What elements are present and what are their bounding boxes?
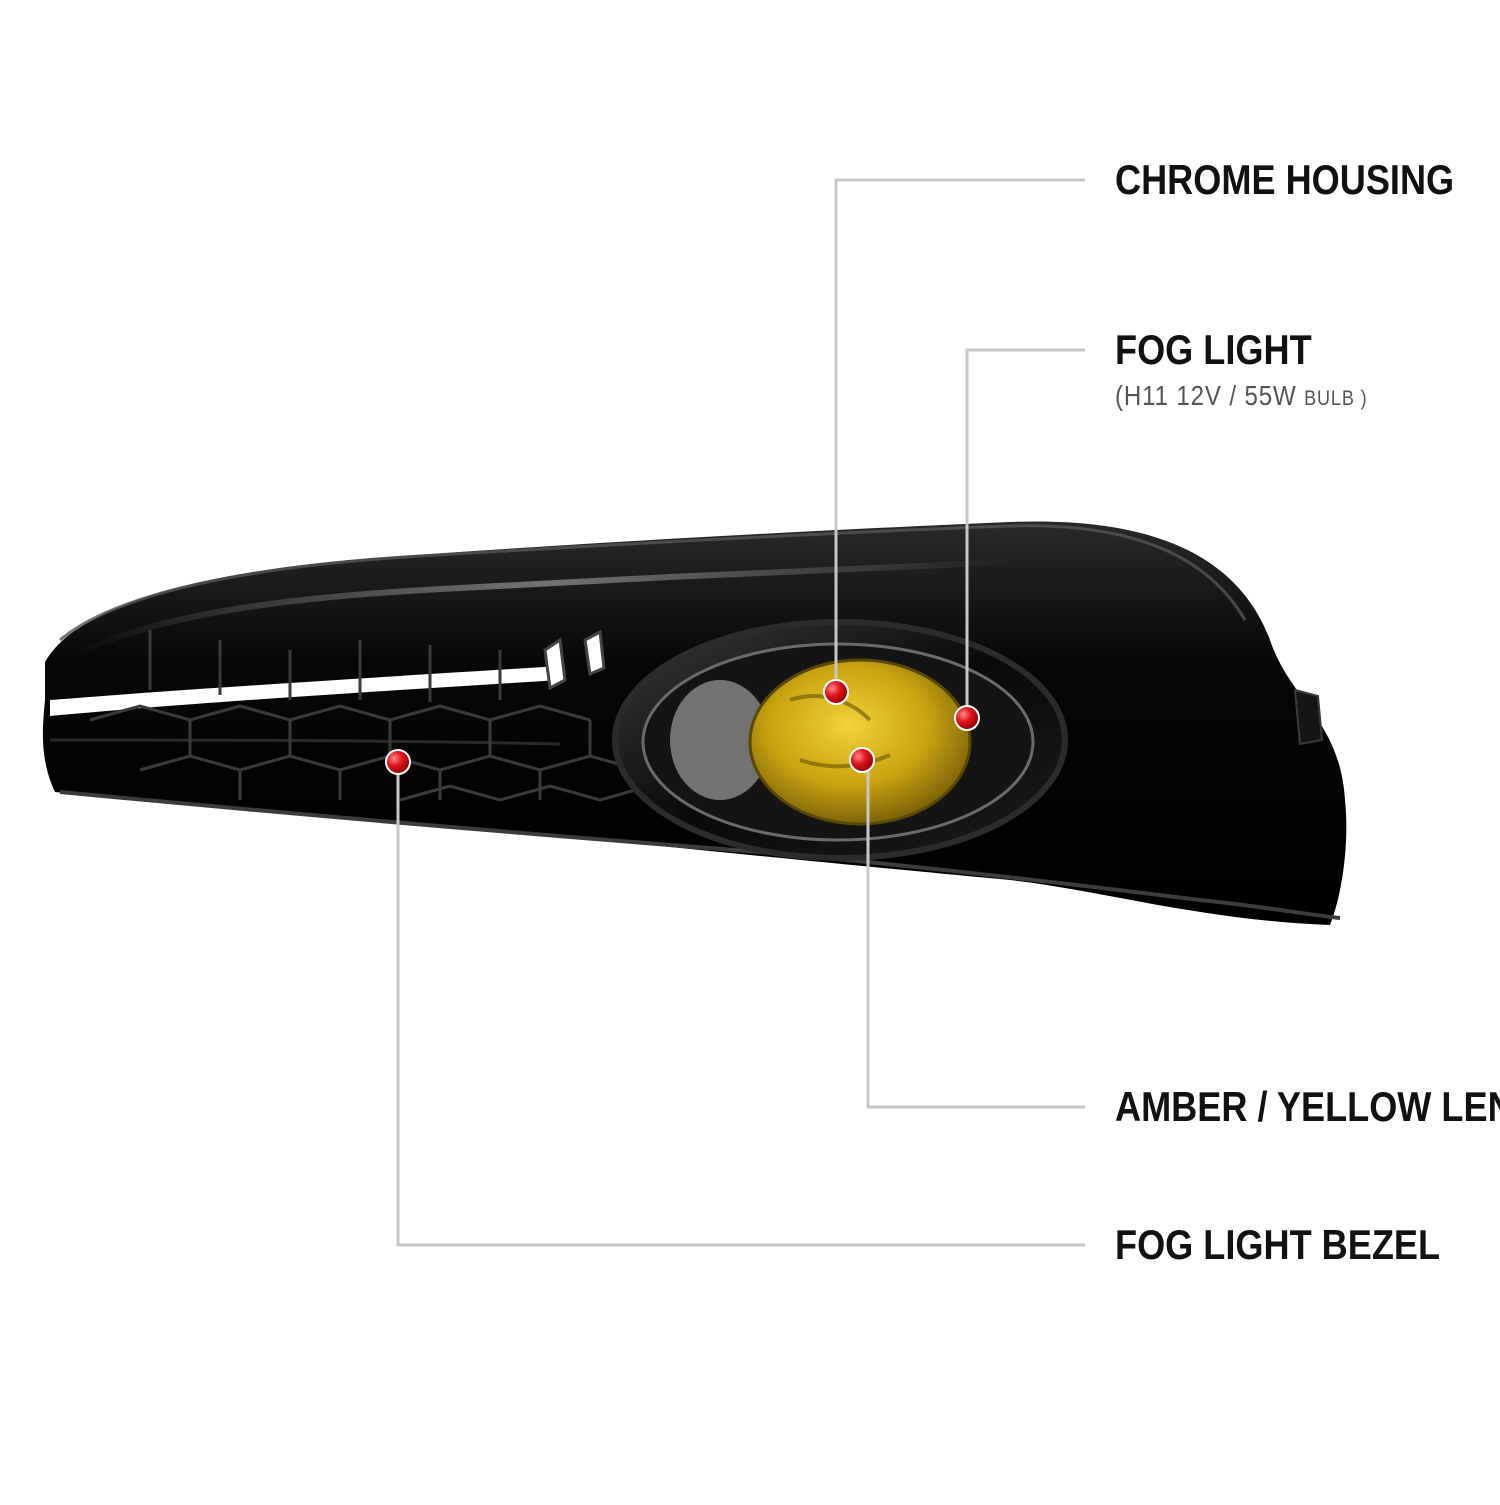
callout-dot-chrome-housing: [823, 679, 849, 705]
callout-line-chrome-housing: [834, 178, 1085, 692]
callout-dot-fog-light: [954, 705, 980, 731]
lens-housing: [612, 619, 1068, 861]
callout-dot-fog-light-bezel: [385, 749, 411, 775]
honeycomb-grille: [89, 629, 651, 802]
callout-dot-amber-lens: [849, 747, 875, 773]
label-fog-light-spec: (H11 12V / 55W BULB ): [1115, 381, 1367, 414]
label-fog-light: FOG LIGHT: [1115, 326, 1312, 373]
fog-light-spec-bulb: BULB ): [1304, 387, 1368, 410]
label-fog-light-bezel: FOG LIGHT BEZEL: [1115, 1221, 1441, 1268]
amber-lens-shape: [748, 658, 972, 826]
label-amber-lens: AMBER / YELLOW LENS: [1115, 1083, 1500, 1130]
label-chrome-housing: CHROME HOUSING: [1115, 156, 1455, 203]
callout-line-fog-light-bezel: [396, 762, 1085, 1247]
callout-dots: [385, 679, 980, 775]
fog-light-spec-main: (H11 12V / 55W: [1115, 380, 1297, 411]
callout-line-fog-light: [965, 348, 1085, 718]
